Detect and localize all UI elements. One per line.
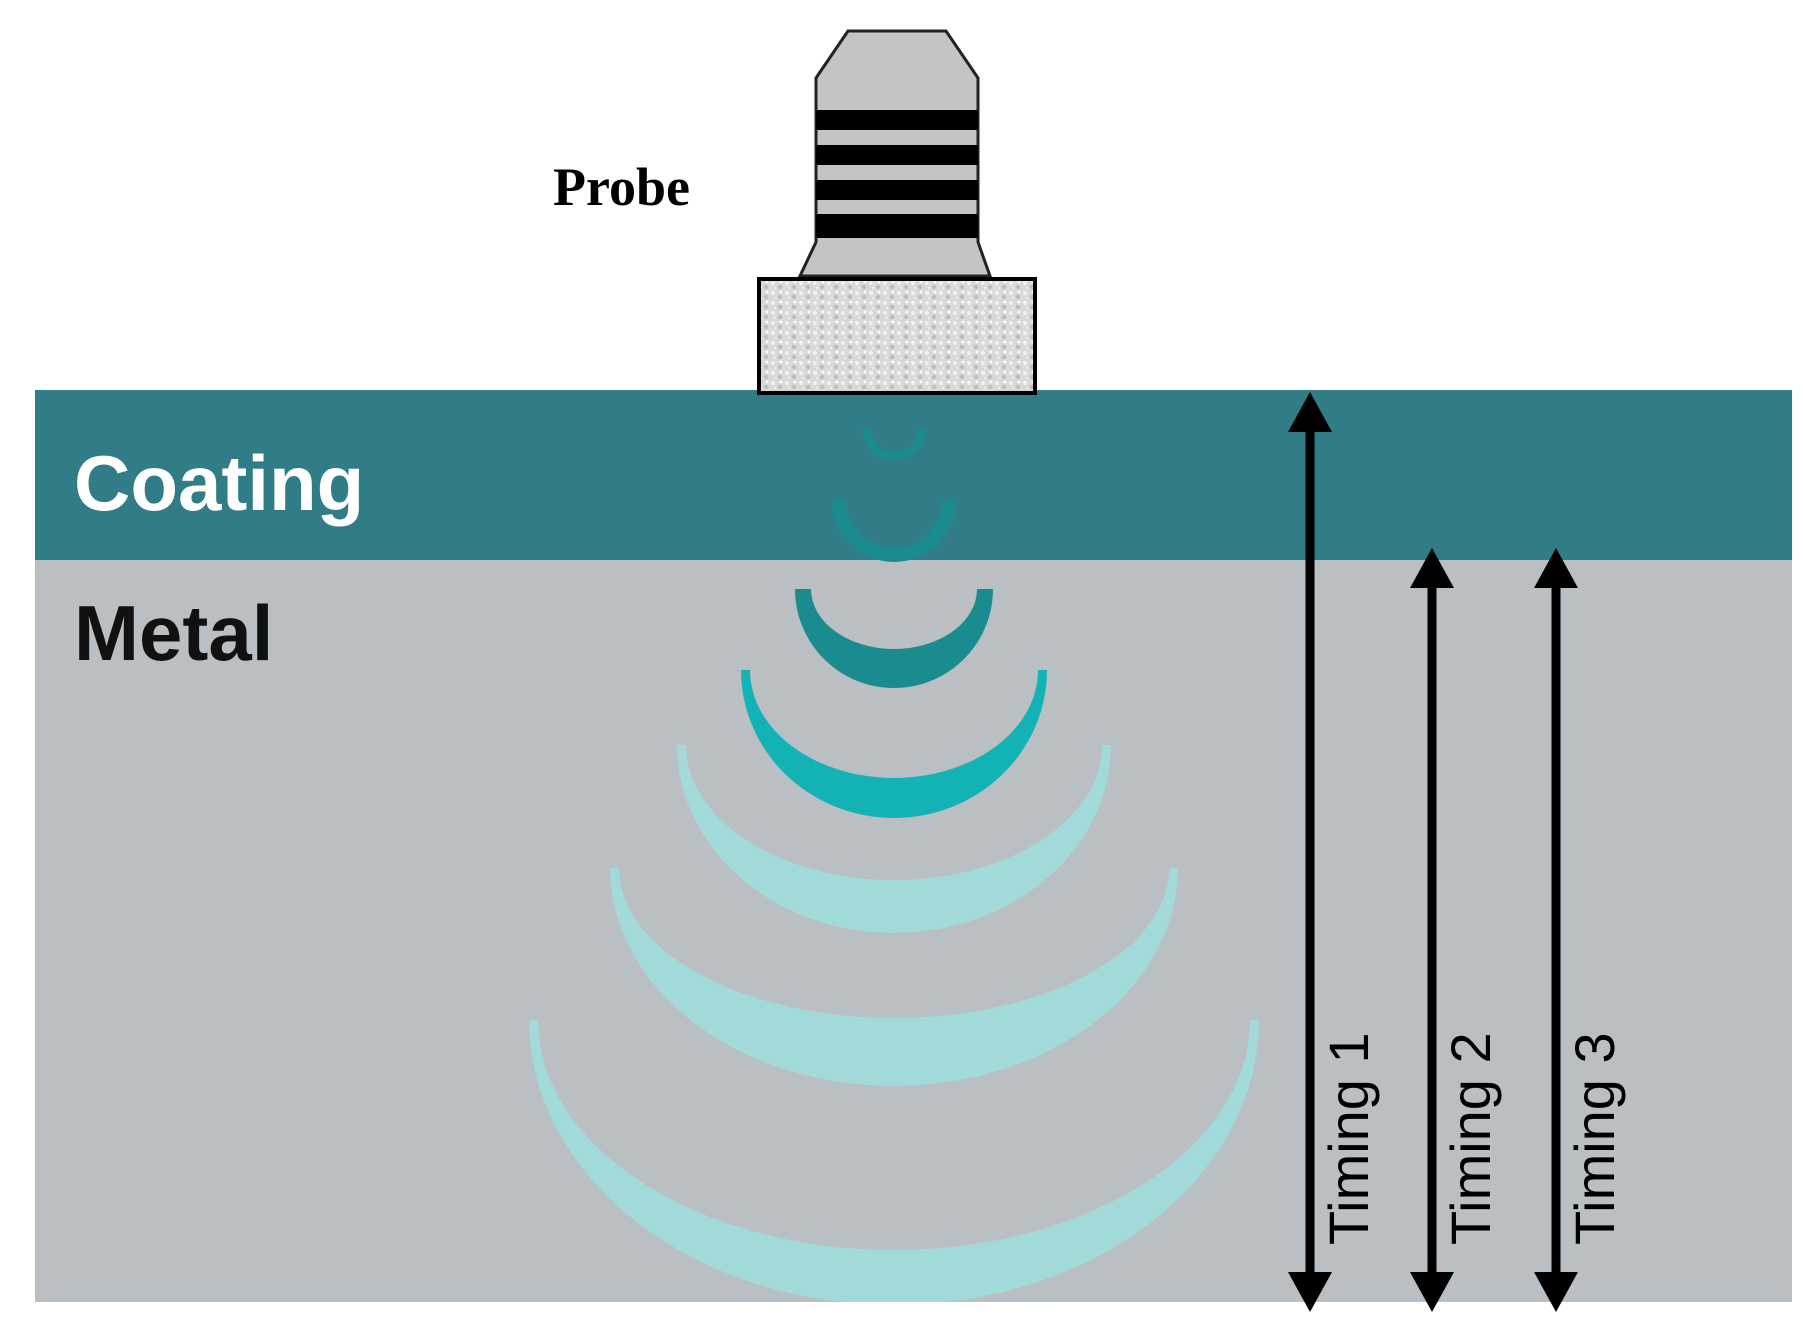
coating-layer — [35, 390, 1792, 560]
probe — [757, 29, 1037, 395]
probe-stripe-1 — [816, 110, 978, 130]
timing-2-arrowhead-top — [1410, 548, 1454, 588]
wave-2 — [832, 500, 956, 562]
probe-stripe-3 — [816, 180, 978, 200]
wave-5 — [677, 745, 1111, 933]
coating-label: Coating — [74, 439, 364, 527]
wave-4 — [741, 670, 1047, 818]
probe-stripe-4 — [816, 214, 978, 238]
timing-3-arrowhead-bottom — [1534, 1272, 1578, 1312]
wave-3 — [795, 589, 993, 688]
bottom-notch — [695, 1302, 1101, 1332]
timing-2-label: Timing 2 — [1439, 1032, 1502, 1245]
wave-7 — [529, 1020, 1259, 1305]
probe-label: Probe — [553, 157, 690, 217]
timing-1-label: Timing 1 — [1317, 1032, 1380, 1245]
timing-1-arrowhead-top — [1288, 392, 1332, 432]
timing-2-arrowhead-bottom — [1410, 1272, 1454, 1312]
probe-crystal — [757, 277, 1037, 395]
timing-3: Timing 3 — [1534, 548, 1626, 1312]
probe-stripe-2 — [816, 145, 978, 165]
timing-3-label: Timing 3 — [1563, 1032, 1626, 1245]
timing-1-arrowhead-bottom — [1288, 1272, 1332, 1312]
timing-1: Timing 1 — [1288, 392, 1380, 1312]
sound-waves — [529, 428, 1259, 1305]
timing-3-arrowhead-top — [1534, 548, 1578, 588]
wave-6 — [610, 868, 1178, 1086]
metal-label: Metal — [74, 589, 273, 677]
timing-2: Timing 2 — [1410, 548, 1502, 1312]
wave-1 — [862, 428, 926, 460]
